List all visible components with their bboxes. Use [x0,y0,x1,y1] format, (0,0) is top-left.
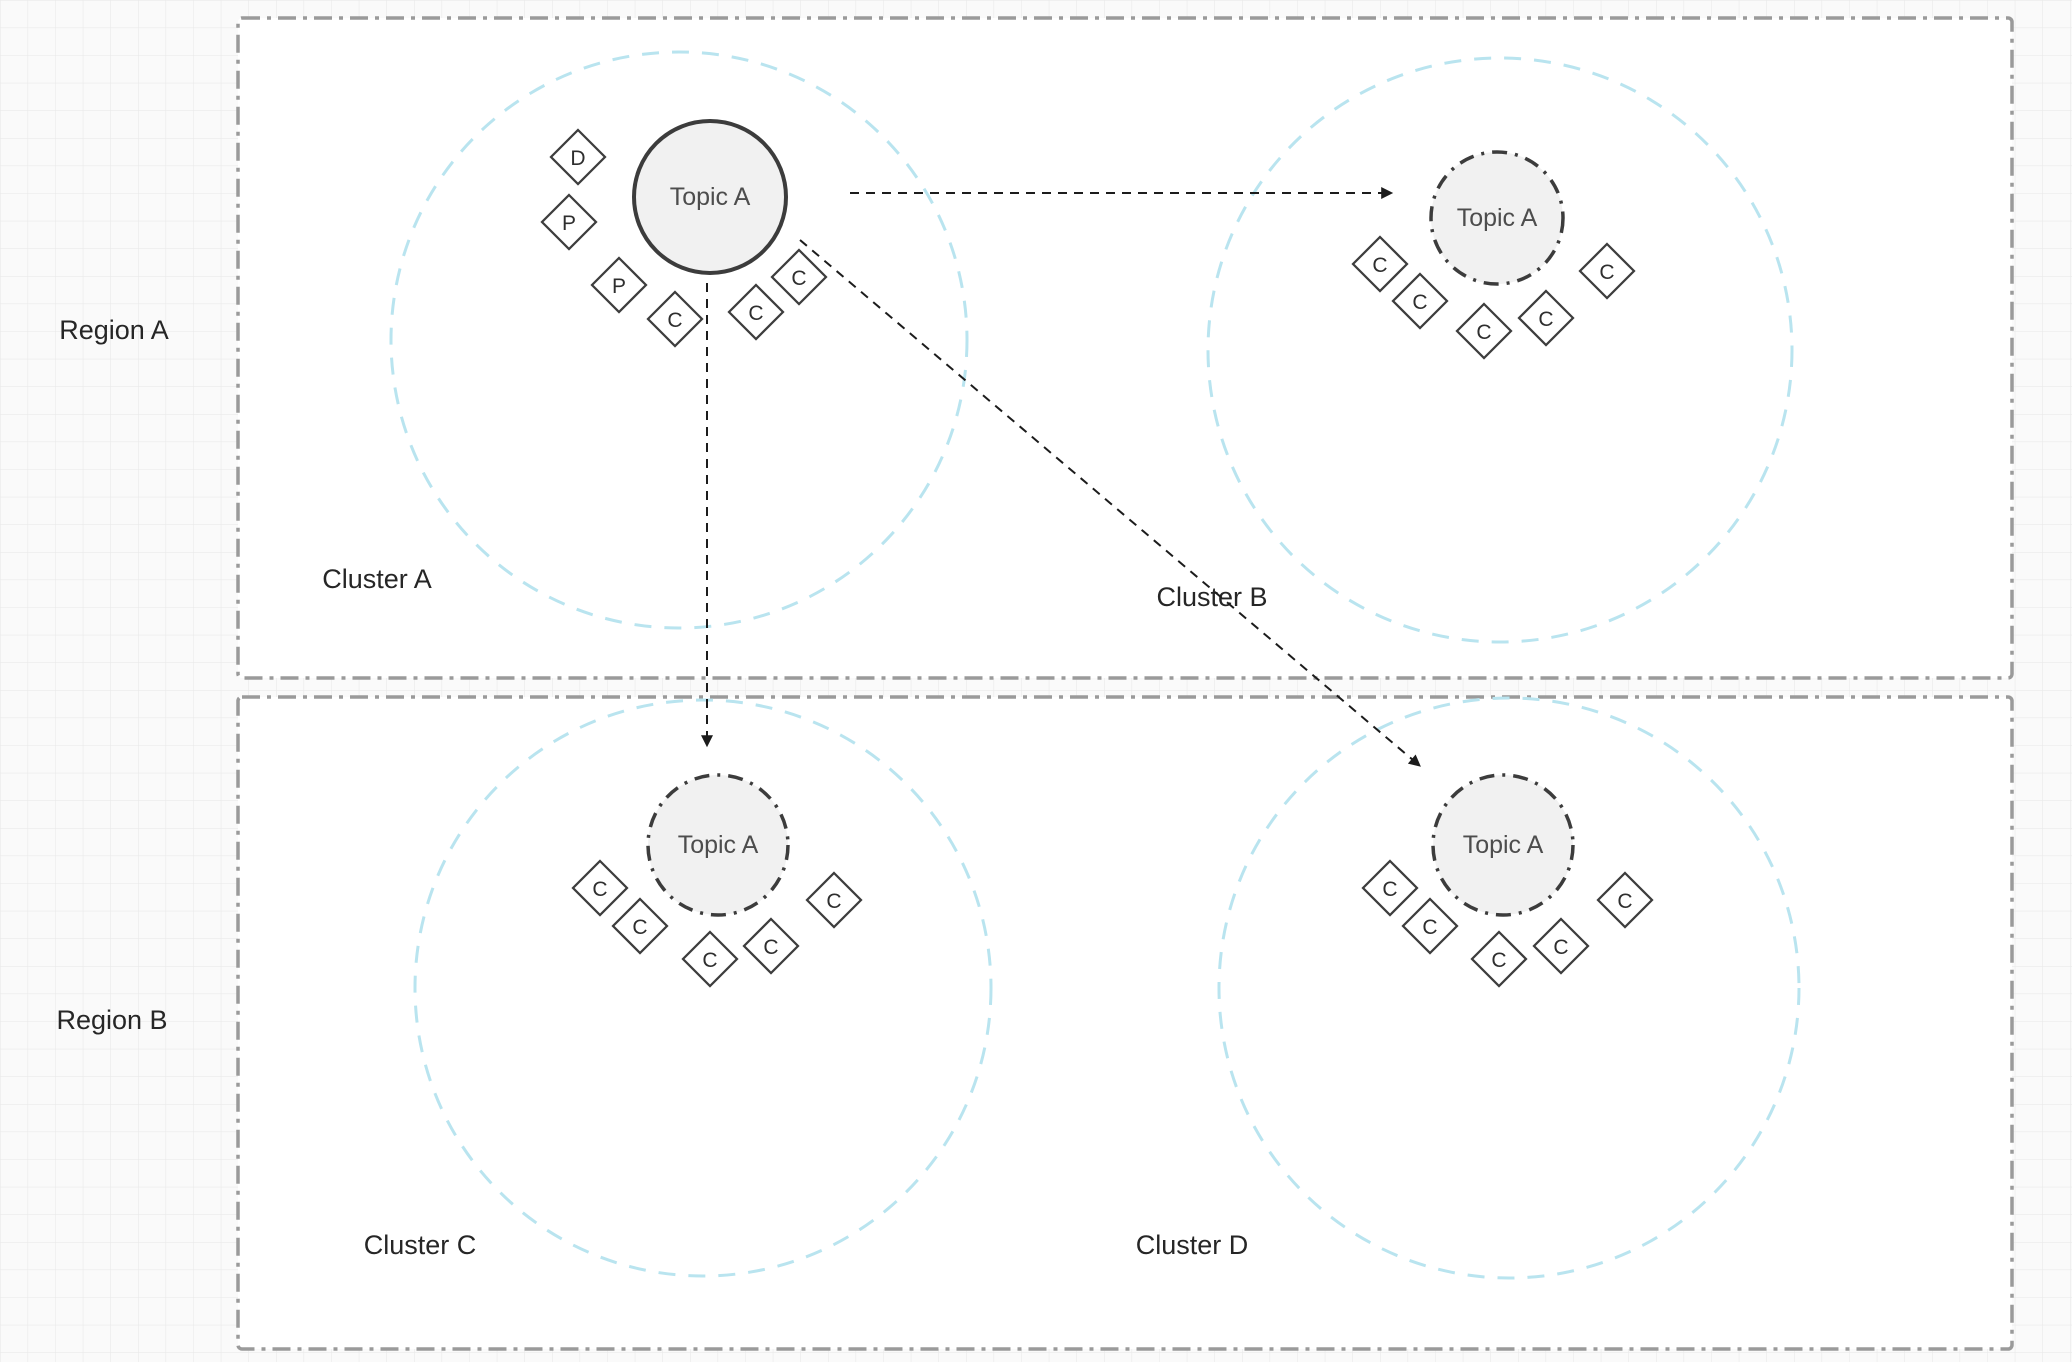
consumer-badge: C [681,930,739,988]
consumer-badge: C [805,871,863,929]
svg-text:P: P [612,275,626,298]
cluster-b-label: Cluster B [1156,582,1267,612]
producer-badge: P [540,193,598,251]
svg-text:C: C [1538,308,1553,331]
svg-text:C: C [1422,916,1437,939]
cluster-c-label: Cluster C [364,1230,477,1260]
d-badge: D [549,128,607,186]
svg-text:C: C [702,949,717,972]
svg-text:C: C [632,916,647,939]
topic-a-replica-label: Topic A [1463,831,1544,859]
cluster-c-topic: Topic A [646,773,790,917]
topic-a-replica-label: Topic A [1457,204,1538,232]
svg-text:C: C [1372,254,1387,277]
svg-text:C: C [826,890,841,913]
svg-text:C: C [1617,890,1632,913]
consumer-badge: C [727,283,785,341]
svg-text:C: C [1599,261,1614,284]
cluster-a-label: Cluster A [322,564,432,594]
svg-text:C: C [1491,949,1506,972]
cluster-d-label: Cluster D [1136,1230,1249,1260]
consumer-badge: C [1532,917,1590,975]
region-b-label: Region B [56,1005,167,1035]
topic-a-replica-circle [1429,150,1565,286]
consumer-badge: C [742,917,800,975]
svg-text:P: P [562,212,576,235]
svg-text:C: C [748,302,763,325]
consumer-badge: C [1596,871,1654,929]
cluster-a-boundary [389,50,969,630]
svg-text:C: C [791,267,806,290]
svg-text:C: C [592,878,607,901]
consumer-badge: C [1578,242,1636,300]
consumer-badge: C [770,248,828,306]
cluster-b-boundary [1206,56,1794,644]
replication-arrow-a-to-d [799,239,1421,767]
svg-text:C: C [1553,936,1568,959]
cluster-c-boundary [413,698,993,1278]
topic-a-replica-circle [1431,773,1575,917]
producer-badge: P [590,256,648,314]
cluster-d-topic: Topic A [1431,773,1575,917]
region-a-box [236,16,2014,680]
consumer-badge: C [1455,302,1513,360]
consumer-badge: C [1470,930,1528,988]
region-a-label: Region A [59,315,169,345]
consumer-badge: C [1401,897,1459,955]
cluster-b-topic: Topic A [1429,150,1565,286]
svg-text:C: C [667,309,682,332]
consumer-badge: C [1517,289,1575,347]
consumer-badge: C [1351,235,1409,293]
consumer-badge: C [1391,272,1449,330]
topic-a-primary-label: Topic A [670,183,751,211]
svg-text:C: C [1382,878,1397,901]
region-b-box [236,695,2014,1351]
topic-a-primary-circle [632,119,788,275]
svg-text:D: D [570,147,585,170]
consumer-badge: C [611,897,669,955]
svg-text:C: C [1412,291,1427,314]
cluster-d-boundary [1217,696,1801,1280]
consumer-badge: C [571,859,629,917]
consumer-badge: C [646,290,704,348]
cluster-a-topic: Topic A [632,119,788,275]
svg-text:C: C [1476,321,1491,344]
topic-a-replica-label: Topic A [678,831,759,859]
consumer-badge: C [1361,859,1419,917]
svg-text:C: C [763,936,778,959]
topic-a-replica-circle [646,773,790,917]
